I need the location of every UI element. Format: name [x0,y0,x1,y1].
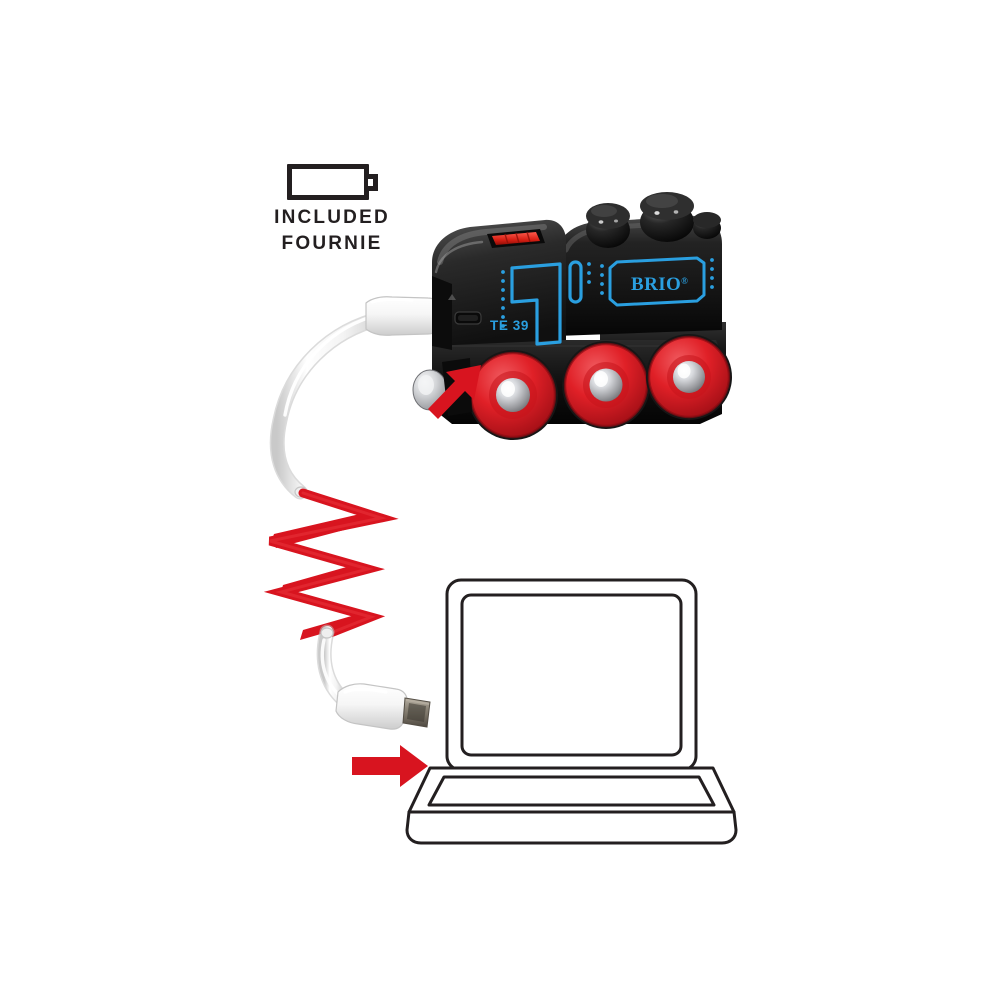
cable-lower-segment [316,624,352,708]
brand-trademark: ® [681,276,688,286]
brio-locomotive: TE 39 BRIO® [412,192,732,440]
laptop-base [405,810,738,845]
boiler-blue-dots [600,258,714,295]
model-label: TE 39 [490,318,529,333]
brand-label: BRIO® [631,274,688,295]
badge-label-english: INCLUDED [274,207,390,228]
battery-body [286,164,369,200]
laptop-keyboard-deck [407,766,736,814]
cable-break-zigzag [263,488,399,640]
steam-dome [586,203,630,248]
cable-upper-segment [269,310,391,500]
arrow-to-train-port [428,365,481,419]
battery-icon [272,160,392,204]
micro-usb-port [448,294,482,325]
laptop-outline [405,578,738,845]
power-switch[interactable] [487,229,545,248]
front-coupler [412,369,448,411]
laptop-keyboard-inner [427,775,716,807]
cab-blue-graphic [510,260,583,346]
micro-usb-connector [365,296,465,336]
cab-blue-dots [501,262,591,328]
rear-dome [693,212,721,239]
usb-a-connector [335,683,431,730]
laptop-lid [445,578,698,772]
battery-included-badge: INCLUDED FOURNIE [272,160,392,256]
wheel-middle [562,341,650,429]
wheel-rear [646,334,732,420]
wheel-front [468,350,558,440]
boiler-nameplate-frame [608,256,706,307]
badge-label-french: FOURNIE [281,232,383,254]
laptop-screen [460,593,683,757]
chimney-dome [640,192,694,242]
arrow-to-laptop-port [352,745,428,787]
battery-terminal [367,173,378,191]
